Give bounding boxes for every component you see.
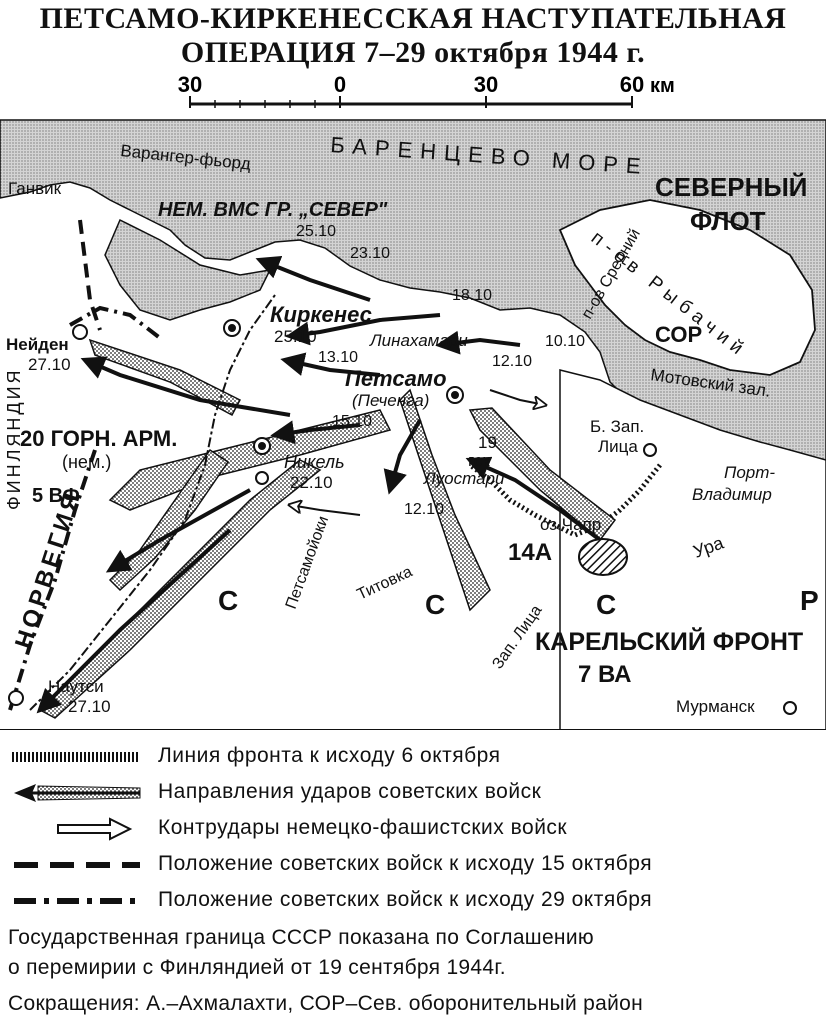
label-date-1310: 13.10 [318,349,358,366]
label-r-edge: Р [800,585,819,616]
attack-arrows [36,255,602,714]
scale-bar: 30 0 30 60 км [178,72,675,108]
scale-tick-30-left: 30 [178,72,202,97]
legend-text-soviet-attacks: Направления ударов советских войск [158,780,542,803]
legend-symbol-pos-29 [14,898,140,904]
label-luostari: Луостари [423,469,505,488]
label-date-1210b: 12.10 [404,501,444,518]
legend-symbol-pos-15 [14,862,140,868]
label-s-mid: С [425,589,445,620]
label-army-20: 20 ГОРН. АРМ. [20,426,177,451]
legend: Линия фронта к исходу 6 октября Направле… [0,740,826,1024]
map-svg: 30 0 30 60 км [0,72,826,731]
label-pechenga: (Печенга) [352,391,429,410]
position-oct29-line [8,305,162,711]
label-army-20-nem: (нем.) [62,452,111,472]
legend-row-counterattacks: Контрудары немецко-фашистских войск [10,814,826,844]
label-north-fleet-1: СЕВЕРНЫЙ [655,172,808,202]
rybachiy-peninsula [558,199,816,376]
label-kirkenes-date: 25.10 [274,327,317,346]
scale-unit: км [650,75,675,97]
counterattack-arrows [290,389,545,516]
label-nautsi-date: 27.10 [68,697,111,716]
label-5vf: 5 ВФ [32,485,80,507]
label-nikel-date: 22.10 [290,473,333,492]
label-gsk: гск [468,451,490,470]
map-title-line2: ОПЕРАЦИЯ 7–29 октября 1944 г. [180,36,646,69]
label-neiden: Нейден [6,335,69,354]
label-date-1810: 18.10 [452,287,492,304]
town-markers [8,319,797,715]
lake-chapr [578,538,628,576]
legend-text-pos-29: Положение советских войск к исходу 29 ок… [158,888,653,911]
label-murmansk: Мурманск [676,697,755,716]
label-linakhamari: Линахамари [369,331,468,350]
label-petsamo: Петсамо [345,366,447,391]
label-date-2310: 23.10 [350,245,390,262]
scale-tick-30-right: 30 [474,72,498,97]
label-s-left: С [218,585,238,616]
scale-tick-0: 0 [334,72,346,97]
label-date-1010: 10.10 [545,333,585,350]
legend-row-pos-15: Положение советских войск к исходу 15 ок… [10,850,826,880]
label-gamvik: Ганвик [8,179,62,198]
legend-row-soviet-attacks: Направления ударов советских войск [10,778,826,808]
label-7va: 7 ВА [578,661,631,688]
legend-symbol-counterattacks [57,817,133,841]
note-border-2: о перемирии с Финляндией от 19 сентября … [8,956,506,979]
legend-text-counterattacks: Контрудары немецко-фашистских войск [158,816,568,839]
label-date-1210a: 12.10 [492,353,532,370]
label-kirkenes: Киркенес [270,302,372,327]
label-zap-litsa-b: Б. Зап. [590,417,644,436]
position-oct15-line [78,219,102,331]
label-14a: 14А [508,539,552,566]
varanger-fjord [104,218,272,321]
legend-symbol-front-line [12,752,140,762]
label-navy-group: НЕМ. ВМС ГР. „СЕВЕР" [158,199,388,221]
label-date-2510: 25.10 [296,223,336,240]
label-19: 19 [478,433,497,452]
note-border-1: Государственная граница СССР показана по… [8,926,594,949]
label-port-vladimir-2: Владимир [692,485,772,504]
label-port-vladimir-1: Порт- [724,463,775,482]
label-s-right: С [596,589,616,620]
label-date-1510: 15.10 [332,413,372,430]
label-finland: ФИНЛЯНДИЯ [4,367,24,510]
label-north-fleet-2: ФЛОТ [690,206,766,236]
map-title-line1: ПЕТСАМО-КИРКЕНЕССКАЯ НАСТУПАТЕЛЬНАЯ [39,2,787,35]
label-chapr: оз.Чапр [540,515,601,534]
state-border [29,294,276,711]
soviet-strike-arrows [38,338,617,719]
label-neiden-date: 27.10 [28,355,71,374]
legend-symbol-soviet-attacks [14,784,141,802]
front-line-oct6 [468,463,662,538]
legend-row-front-line: Линия фронта к исходу 6 октября [10,742,826,772]
label-nikel: Никель [284,452,345,472]
label-karelian-front: КАРЕЛЬСКИЙ ФРОНТ [535,626,803,656]
label-zap-litsa-b2: Лица [598,437,638,456]
scale-tick-60: 60 [620,72,644,97]
legend-row-pos-29: Положение советских войск к исходу 29 ок… [10,886,826,916]
label-sor: СОР [655,322,702,347]
legend-text-front-line: Линия фронта к исходу 6 октября [158,744,501,767]
note-abbrev: Сокращения: А.–Ахмалахти, СОР–Сев. оборо… [8,992,643,1015]
map-area: 30 0 30 60 км [0,70,826,731]
label-nautsi: Наутси [48,677,104,696]
legend-text-pos-15: Положение советских войск к исходу 15 ок… [158,852,653,875]
